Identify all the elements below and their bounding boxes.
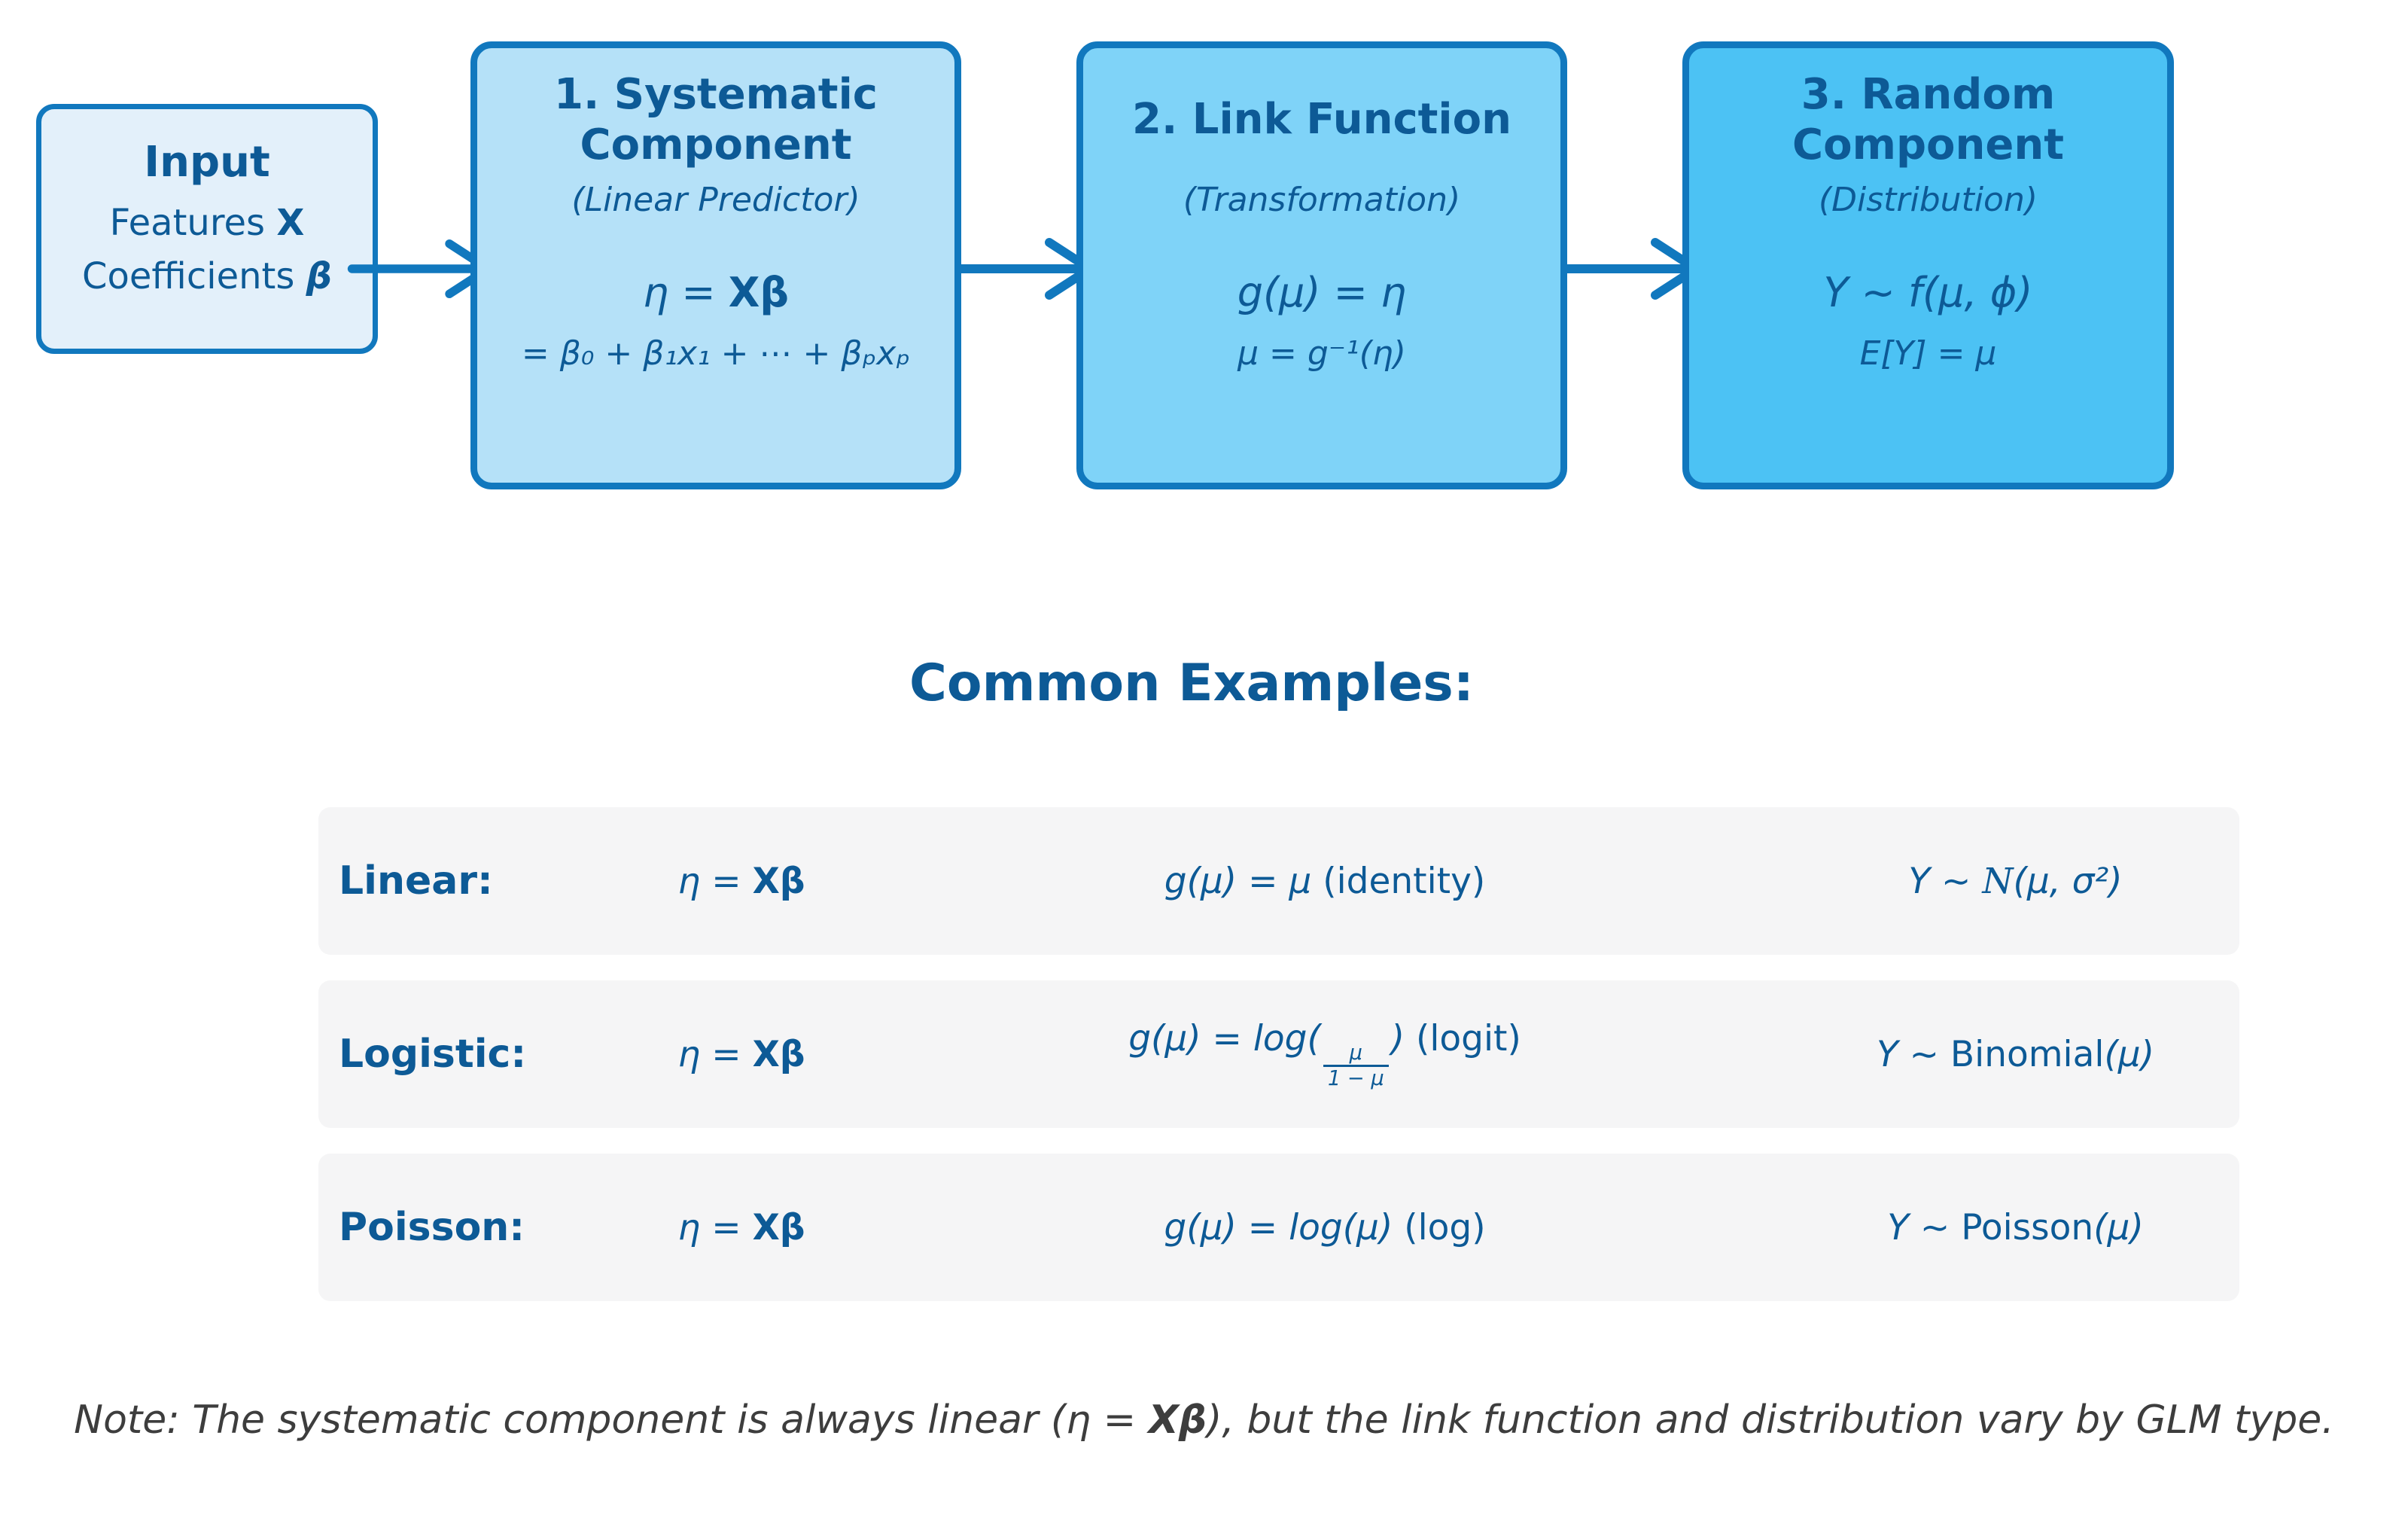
random-equation-1: Y ∼ f(μ, ϕ) — [1823, 269, 2033, 316]
link-function-subtitle: (Transformation) — [1183, 181, 1461, 219]
poisson-dist-pre: Y ∼ — [1887, 1206, 1962, 1248]
binomial-name: Binomial — [1950, 1033, 2105, 1075]
systematic-component-box: 1. Systematic Component (Linear Predicto… — [470, 41, 961, 489]
poisson-dist-post: (μ) — [2093, 1206, 2144, 1248]
poisson-link-note: (log) — [1393, 1206, 1486, 1248]
logistic-dist-cell: Y ∼ Binomial(μ) — [1792, 1034, 2239, 1075]
poisson-eta-bold: Xβ — [752, 1206, 805, 1248]
random-component-subtitle: (Distribution) — [1818, 181, 2038, 219]
flow-arrow-icon-3 — [1548, 238, 1700, 300]
linear-link-cell: g(μ) = μ (identity) — [858, 861, 1792, 902]
link-function-title: 2. Link Function — [1132, 68, 1511, 172]
logistic-eta-bold: Xβ — [752, 1033, 805, 1075]
features-symbol-x: X — [276, 202, 305, 244]
systematic-title-line2: Component — [580, 120, 852, 169]
linear-dist-post: (μ, σ²) — [2013, 860, 2123, 902]
random-equation-2: E[Y] = μ — [1859, 334, 1997, 373]
logistic-eta-cell: η = Xβ — [625, 1034, 858, 1075]
link-function-box: 2. Link Function (Transformation) g(μ) =… — [1076, 41, 1567, 489]
logistic-link-pre: g(μ) = log( — [1128, 1017, 1321, 1059]
linear-eta-cell: η = Xβ — [625, 861, 858, 902]
footnote-bold-xbeta: Xβ — [1148, 1398, 1207, 1443]
systematic-subtitle: (Linear Predictor) — [571, 181, 860, 219]
poisson-link-cell: g(μ) = log(μ) (log) — [858, 1207, 1792, 1248]
normal-script-n: N — [1982, 860, 2014, 902]
flow-arrow-icon-2 — [942, 238, 1094, 300]
logistic-eta-pre: η = — [677, 1033, 753, 1075]
x-beta-bold: Xβ — [728, 269, 790, 316]
poisson-eta-cell: η = Xβ — [625, 1207, 858, 1248]
link-title-line1: 2. Link Function — [1132, 95, 1511, 145]
example-row-linear: Linear: η = Xβ g(μ) = μ (identity) Y ∼ N… — [318, 807, 2239, 955]
row-label-linear: Linear: — [339, 858, 493, 904]
link-equation-2: μ = g⁻¹(η) — [1237, 334, 1406, 373]
linear-dist-cell: Y ∼ N(μ, σ²) — [1792, 861, 2239, 902]
common-examples-heading: Common Examples: — [909, 654, 1474, 713]
coefficients-label: Coefficients — [82, 255, 306, 297]
random-component-title: 3. Random Component — [1792, 68, 2064, 172]
input-features-line: Features X — [110, 203, 305, 243]
linear-eta-pre: η = — [677, 860, 753, 902]
poisson-eta-pre: η = — [677, 1206, 753, 1248]
footnote-post: ), but the link function and distributio… — [1207, 1398, 2334, 1443]
poisson-name: Poisson — [1961, 1206, 2094, 1248]
linear-link-note: (identity) — [1311, 860, 1486, 902]
logit-fraction-numerator: μ — [1349, 1041, 1362, 1065]
footnote: Note: The systematic component is always… — [0, 1398, 2408, 1443]
row-label-poisson: Poisson: — [339, 1205, 525, 1250]
link-equation-1: g(μ) = η — [1237, 269, 1407, 316]
poisson-link-math: g(μ) = log(μ) — [1164, 1206, 1393, 1248]
eta-equals: η = — [642, 269, 729, 316]
random-component-box: 3. Random Component (Distribution) Y ∼ f… — [1682, 41, 2174, 489]
footnote-pre: Note: The systematic component is always… — [74, 1398, 1149, 1443]
logistic-link-note: (logit) — [1405, 1017, 1521, 1059]
features-label: Features — [109, 202, 277, 244]
random-title-line1: 3. Random — [1801, 69, 2056, 119]
systematic-equation-1: η = Xβ — [643, 269, 789, 316]
input-coefficients-line: Coefficients β — [82, 255, 332, 297]
row-label-logistic: Logistic: — [339, 1032, 527, 1077]
linear-dist-pre: Y ∼ — [1908, 860, 1983, 902]
input-box: Input Features X Coefficients β — [36, 104, 378, 354]
logistic-dist-post: (μ) — [2104, 1033, 2155, 1075]
logistic-dist-pre: Y ∼ — [1876, 1033, 1950, 1075]
example-row-poisson: Poisson: η = Xβ g(μ) = log(μ) (log) Y ∼ … — [318, 1154, 2239, 1301]
coefficients-symbol-beta: β — [306, 255, 332, 297]
logistic-link-close: ) — [1390, 1017, 1405, 1059]
systematic-component-title: 1. Systematic Component — [554, 68, 878, 172]
poisson-dist-cell: Y ∼ Poisson(μ) — [1792, 1207, 2239, 1248]
linear-link-math: g(μ) = μ — [1164, 860, 1312, 902]
logit-fraction-denominator: 1 − μ — [1323, 1065, 1389, 1090]
linear-eta-bold: Xβ — [752, 860, 805, 902]
random-title-line2: Component — [1792, 120, 2064, 169]
systematic-title-line1: 1. Systematic — [554, 69, 878, 119]
input-box-title: Input — [144, 138, 270, 187]
systematic-equation-2: = β₀ + β₁x₁ + ⋯ + βₚxₚ — [521, 334, 911, 373]
